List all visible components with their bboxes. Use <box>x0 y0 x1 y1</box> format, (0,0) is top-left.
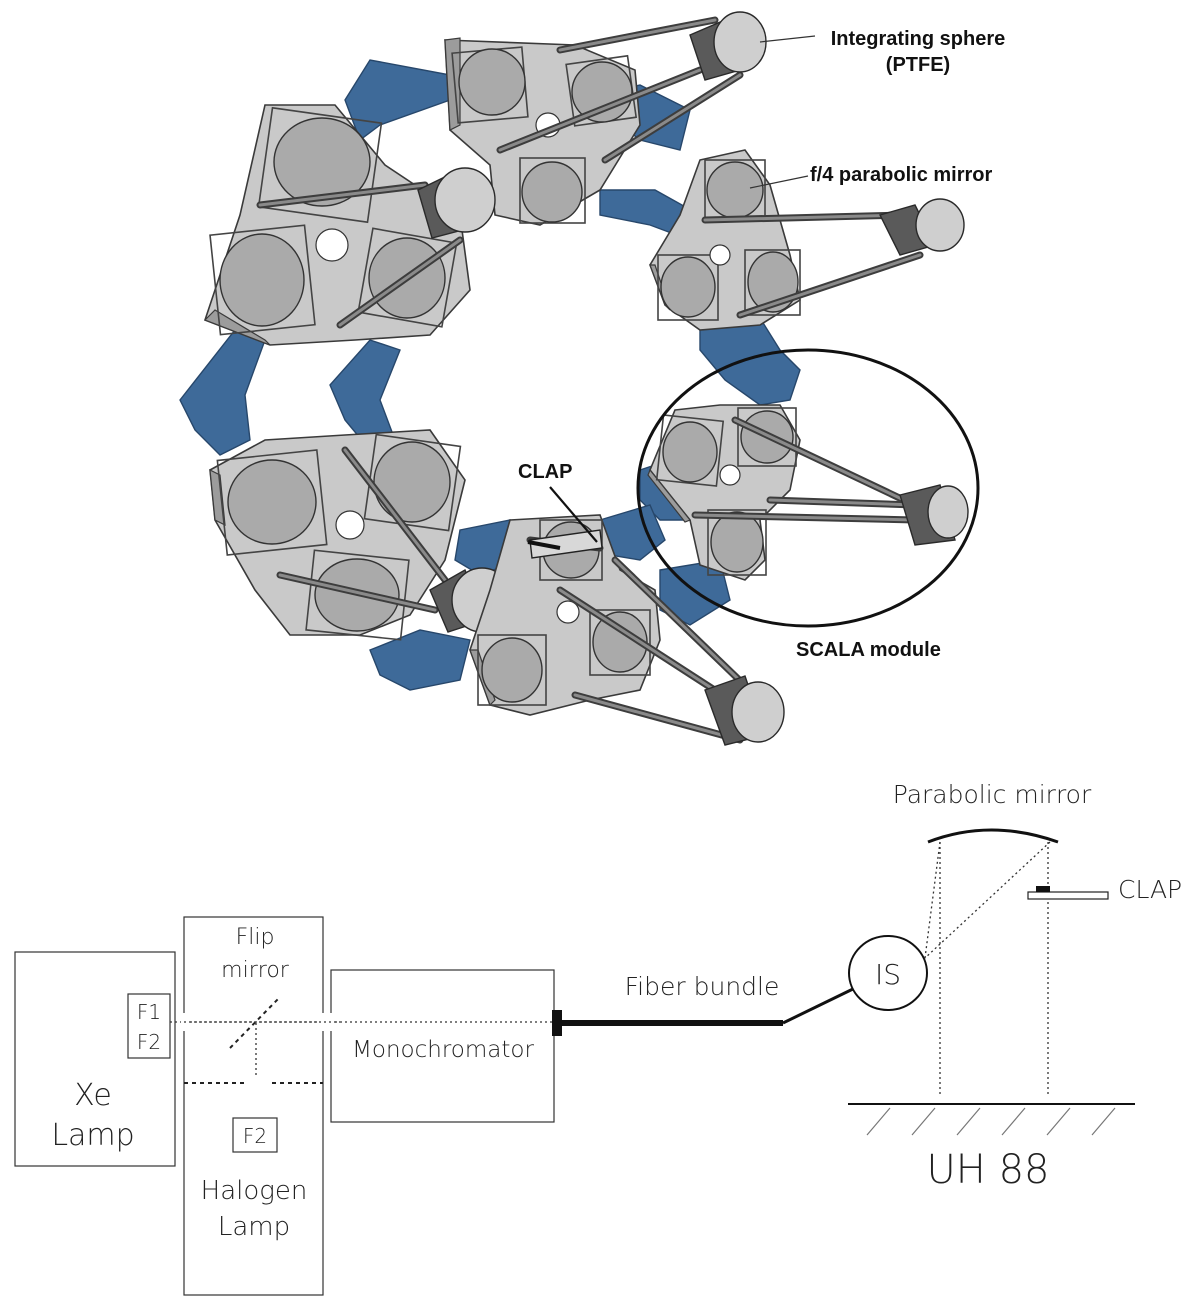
parabolic-mirror-arc <box>927 828 1059 844</box>
label-filter-f1: F1 <box>137 1000 161 1024</box>
label-uh88: UH 88 <box>927 1147 1050 1193</box>
fiber-bundle-rise <box>782 986 856 1025</box>
ray-mirror-left-to-is <box>924 841 941 959</box>
filter-wheel-f1-f2 <box>127 993 171 1059</box>
label-halogen-lamp-line1: Halogen <box>201 1176 308 1206</box>
integrating-sphere-cylinder-right <box>878 198 965 256</box>
filter-f2-halogen <box>232 1117 278 1153</box>
ground-hatching <box>866 1107 1116 1136</box>
ray-mirror-right-to-is <box>924 841 1051 959</box>
label-clap-top: CLAP <box>518 461 572 483</box>
monochromator-box <box>330 969 555 1123</box>
label-filter-f2: F2 <box>137 1030 161 1054</box>
label-monochromator: Monochromator <box>352 1037 534 1063</box>
label-fiber-bundle: Fiber bundle <box>625 972 780 1001</box>
label-parabolic-mirror: Parabolic mirror <box>893 780 1092 809</box>
scala-module-highlight-ellipse <box>636 348 980 628</box>
label-xe-lamp-line2: Lamp <box>51 1118 134 1153</box>
mirror-module-scala <box>647 404 969 581</box>
integrating-sphere-cylinder-bottom <box>704 675 785 746</box>
scala-ring-rendering: Integrating sphere (PTFE) f/4 parabolic … <box>179 11 1005 746</box>
mirror-module-upper-left <box>203 104 496 346</box>
blue-support-frame <box>179 59 801 691</box>
label-flip-mirror-line1: Flip <box>236 925 275 950</box>
label-f4-parabolic-mirror: f/4 parabolic mirror <box>810 164 992 186</box>
beam-gap-wall-2 <box>319 1013 335 1031</box>
fiber-connector <box>552 1010 562 1036</box>
mirror-module-lower-left <box>209 429 513 641</box>
mirror-module-right <box>649 149 965 331</box>
integrating-sphere-cylinder-scala <box>899 484 969 546</box>
label-xe-lamp-line1: Xe <box>74 1078 112 1113</box>
clap-bar <box>1027 891 1109 900</box>
integrating-sphere-cylinder-upper-left <box>417 167 496 239</box>
label-halogen-lamp-line2: Lamp <box>218 1212 290 1242</box>
clap-sensor <box>1036 886 1050 892</box>
label-integrating-sphere-line2: (PTFE) <box>886 54 950 76</box>
clap-device-3d <box>527 529 603 559</box>
label-scala-module: SCALA module <box>796 639 941 661</box>
label-filter-f2-halogen: F2 <box>243 1124 267 1148</box>
label-is: IS <box>875 958 901 991</box>
integrating-sphere-cylinder-top <box>689 11 767 81</box>
leader-clap <box>549 486 598 543</box>
optical-schematic: Xe Lamp F1 F2 Flip mirror F2 Halogen Lam… <box>14 780 1182 1296</box>
label-clap-bottom: CLAP <box>1118 875 1182 904</box>
mirror-module-top <box>444 11 767 226</box>
flip-mirror-halogen-box <box>183 916 324 1296</box>
label-integrating-sphere-line1: Integrating sphere <box>831 28 1005 50</box>
xe-lamp-box <box>14 951 176 1167</box>
leader-integrating-sphere <box>759 35 816 43</box>
label-flip-mirror-line2: mirror <box>221 958 290 983</box>
leader-parabolic-mirror <box>749 175 809 189</box>
mirror-module-bottom <box>469 514 785 746</box>
integrating-sphere-is <box>848 935 928 1011</box>
